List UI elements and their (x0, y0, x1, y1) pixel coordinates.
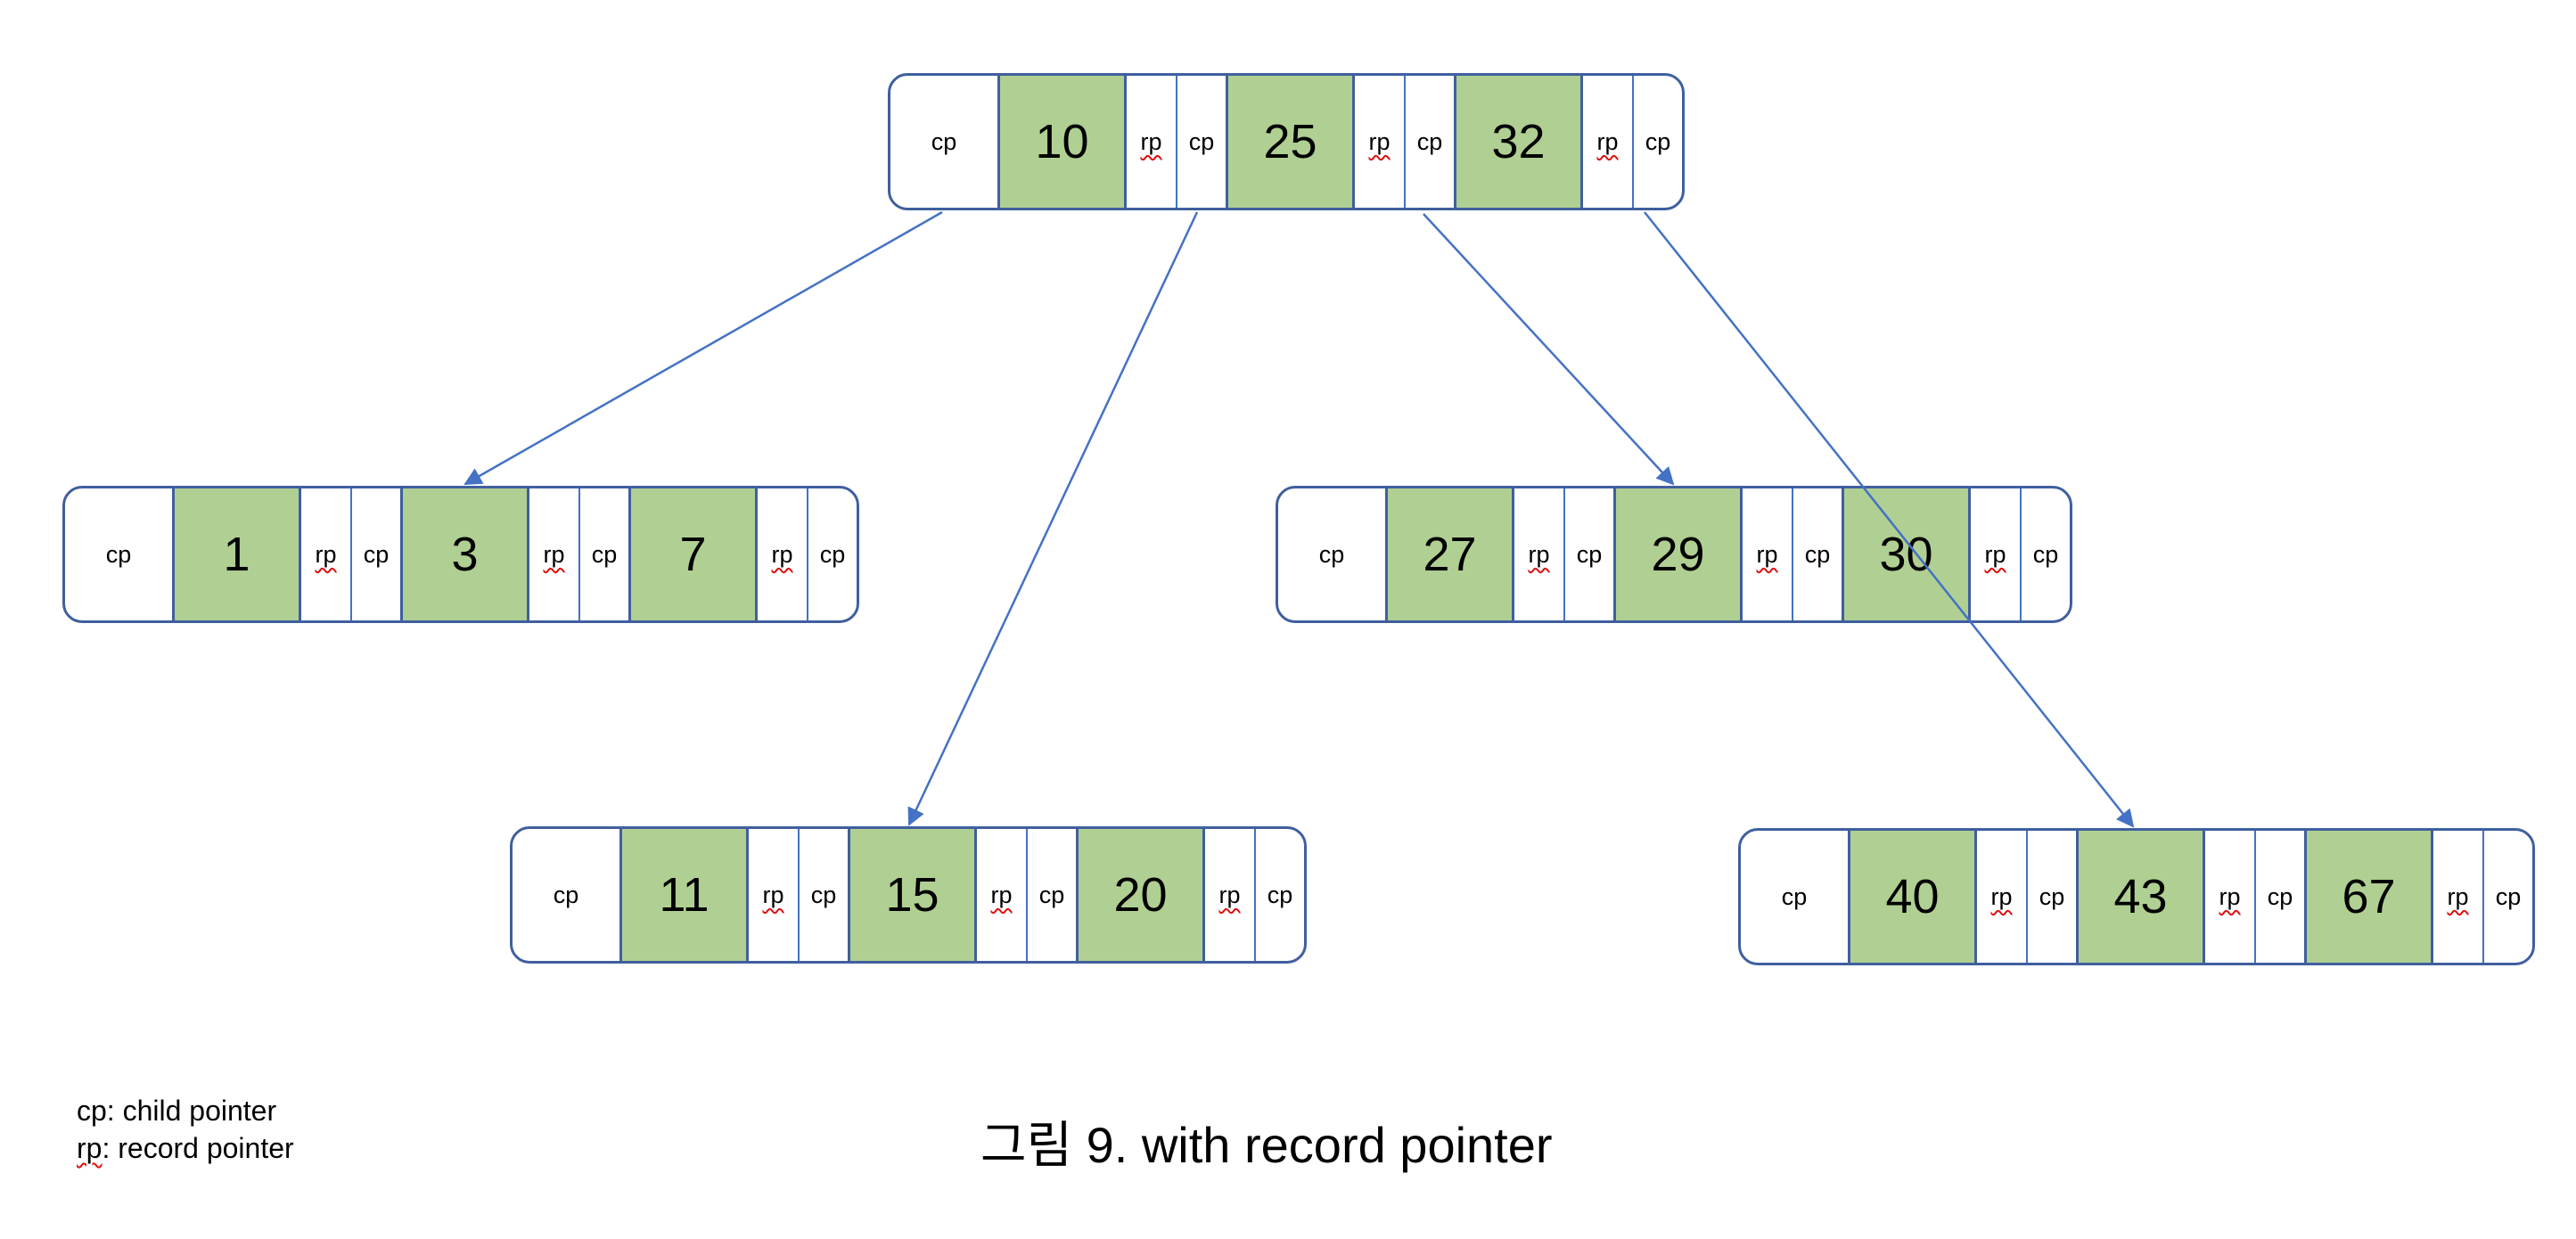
child-pointer-cell: cp (2267, 882, 2293, 910)
record-pointer-cell: rp (977, 829, 1028, 961)
record-pointer-cell: rp (1355, 76, 1406, 208)
child-pointer-cell: cp (2495, 882, 2522, 910)
child-pointer-cell: cp (1804, 540, 1831, 568)
key-cell: 15 (848, 829, 977, 961)
key-cell: 10 (997, 76, 1127, 208)
child-pointer-cell: cp (1038, 881, 1065, 908)
key-cell: 30 (1842, 488, 1971, 620)
key-cell: 1 (172, 488, 301, 620)
key-cell: 32 (1454, 76, 1583, 208)
child-pointer-cell: cp (1188, 127, 1215, 155)
child-pointer-cell: cp (931, 127, 957, 155)
edge-root-to-leaf-1 (464, 210, 943, 486)
child-pointer-cell: cp (1267, 881, 1293, 908)
record-pointer-cell: rp (2205, 831, 2256, 963)
child-pointer-cell: cp (105, 540, 132, 568)
child-pointer-cell: cp (819, 540, 846, 568)
record-pointer-cell: rp (2433, 831, 2484, 963)
legend-rp: rp: record pointer (77, 1132, 294, 1165)
record-pointer-cell: rp (1977, 831, 2028, 963)
child-pointer-cell: cp (2032, 540, 2059, 568)
child-pointer-cell: cp (1645, 127, 1671, 155)
record-pointer-cell: rp (301, 488, 352, 620)
key-cell: 67 (2304, 831, 2433, 963)
child-pointer-cell: cp (591, 540, 618, 568)
key-cell: 20 (1076, 829, 1205, 961)
legend-rp-desc: : record pointer (102, 1132, 294, 1164)
record-pointer-cell: rp (749, 829, 800, 961)
record-pointer-cell: rp (1743, 488, 1793, 620)
child-pointer-cell: cp (553, 881, 579, 908)
legend-cp-abbr: cp (77, 1095, 107, 1127)
figure-caption: 그림 9. with record pointer (980, 1117, 1553, 1173)
record-pointer-cell: rp (1127, 76, 1177, 208)
child-pointer-cell: cp (1416, 127, 1443, 155)
key-cell: 29 (1613, 488, 1743, 620)
legend-cp: cp: child pointer (77, 1095, 276, 1128)
child-pointer-cell: cp (1576, 540, 1603, 568)
record-pointer-cell: rp (1583, 76, 1634, 208)
legend-cp-desc: : child pointer (106, 1095, 277, 1127)
child-pointer-cell: cp (2039, 882, 2065, 910)
child-pointer-cell: cp (363, 540, 390, 568)
record-pointer-cell: rp (1514, 488, 1565, 620)
record-pointer-cell: rp (758, 488, 808, 620)
key-cell: 43 (2076, 831, 2205, 963)
legend-rp-abbr: rp (77, 1132, 103, 1164)
key-cell: 27 (1385, 488, 1514, 620)
record-pointer-cell: rp (529, 488, 580, 620)
key-cell: 3 (400, 488, 529, 620)
key-cell: 40 (1848, 831, 1977, 963)
edge-root-to-leaf-27 (1423, 213, 1675, 486)
child-pointer-cell: cp (810, 881, 837, 908)
edge-root-to-leaf-40 (1644, 211, 2135, 828)
child-pointer-cell: cp (1781, 882, 1808, 910)
key-cell: 11 (619, 829, 749, 961)
record-pointer-cell: rp (1971, 488, 2022, 620)
edge-root-to-leaf-11 (907, 211, 1199, 826)
key-cell: 25 (1226, 76, 1355, 208)
record-pointer-cell: rp (1205, 829, 1256, 961)
child-pointer-cell: cp (1318, 540, 1345, 568)
key-cell: 7 (628, 488, 758, 620)
